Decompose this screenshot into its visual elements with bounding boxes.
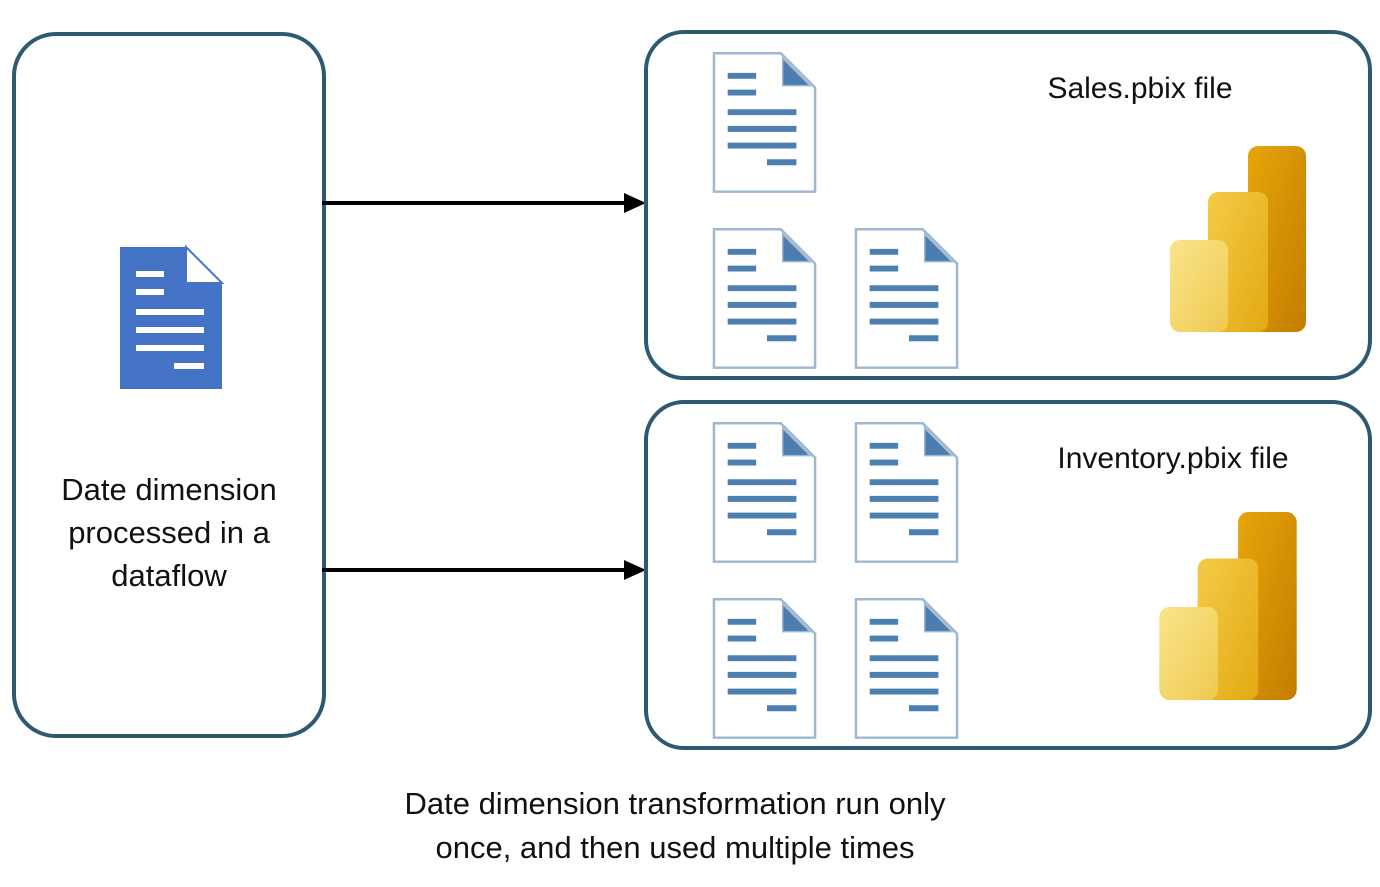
arrowhead-right-icon <box>624 193 646 213</box>
document-filled-icon <box>116 244 226 392</box>
arrow-shaft <box>322 201 626 205</box>
caption-line-1: Date dimension transformation run only <box>404 786 946 821</box>
caption: Date dimension transformation run only o… <box>345 782 1005 870</box>
document-outline-icon <box>711 418 819 566</box>
sales-box-title: Sales.pbix file <box>1047 72 1233 105</box>
document-outline-icon <box>711 48 819 196</box>
document-outline-icon <box>853 594 961 742</box>
arrow-shaft <box>322 568 626 572</box>
document-outline-icon <box>853 418 961 566</box>
power-bi-logo <box>1157 510 1299 702</box>
dataflow-box: Date dimension processed in a dataflow <box>12 32 326 738</box>
document-outline-icon <box>853 224 961 372</box>
dataflow-box-label: Date dimension processed in a dataflow <box>61 472 277 593</box>
inventory-box-title: Inventory.pbix file <box>1057 442 1289 475</box>
document-outline-icon <box>711 594 819 742</box>
arrow-to-inventory <box>322 559 646 581</box>
sales-pbix-box: Sales.pbix file <box>644 30 1372 380</box>
inventory-pbix-box: Inventory.pbix file <box>644 400 1372 750</box>
power-bi-logo <box>1168 144 1308 334</box>
caption-line-2: once, and then used multiple times <box>435 830 915 865</box>
arrowhead-right-icon <box>624 560 646 580</box>
arrow-to-sales <box>322 192 646 214</box>
document-outline-icon <box>711 224 819 372</box>
